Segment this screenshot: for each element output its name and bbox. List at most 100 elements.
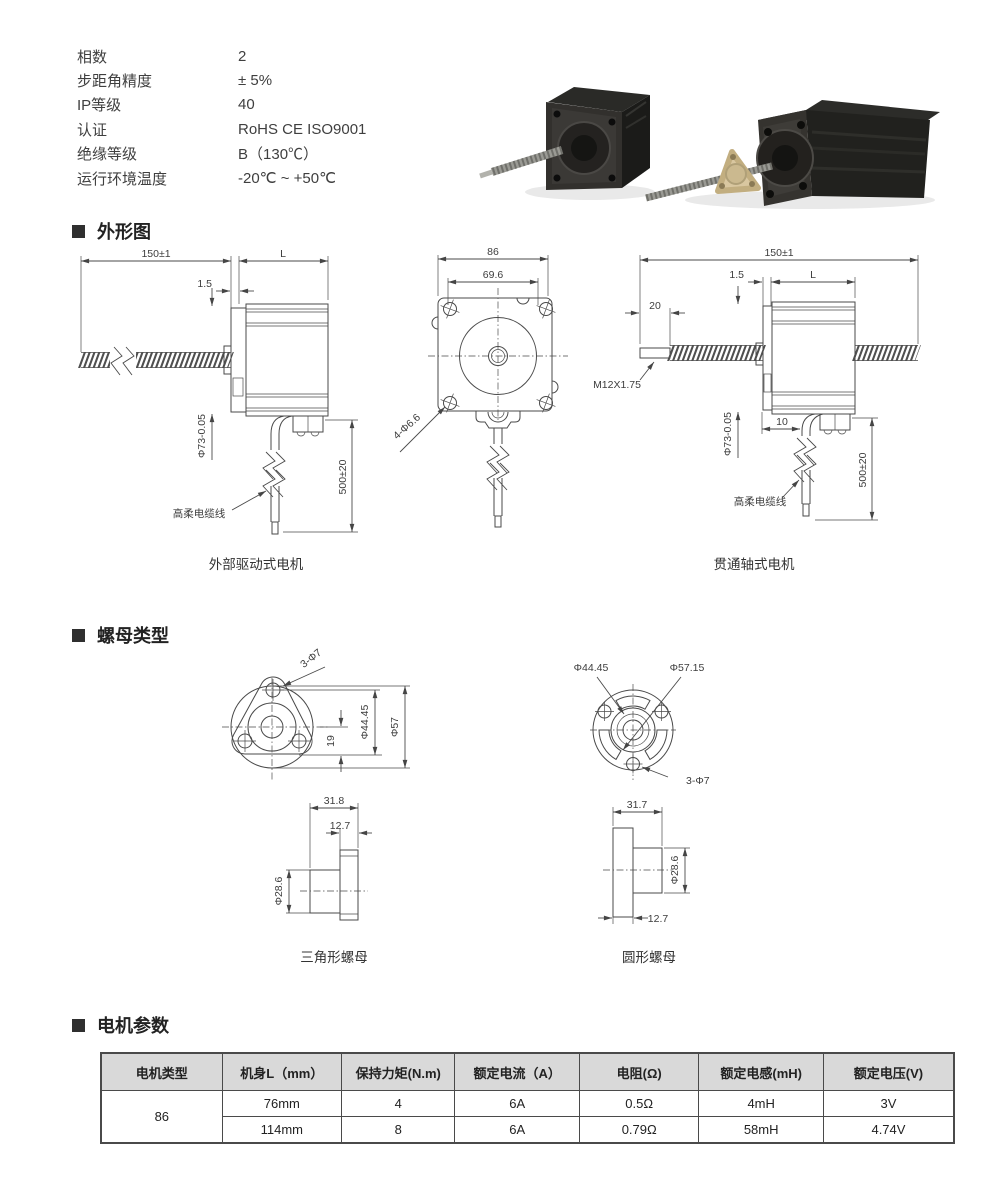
- cell: 3V: [822, 1090, 955, 1117]
- dim-label: Φ28.6: [273, 876, 285, 905]
- spec-label: 步距角精度: [77, 73, 153, 91]
- spec-row: 相数 2: [77, 44, 457, 68]
- dim-label: 19: [325, 735, 337, 747]
- cell: 58mH: [698, 1116, 824, 1144]
- col-header: 机身L（mm）: [221, 1052, 343, 1091]
- nut-holes: [234, 679, 310, 752]
- drawing-caption: 三角形螺母: [300, 950, 368, 965]
- spec-label: IP等级: [77, 97, 122, 115]
- square-bullet-icon: [72, 628, 85, 642]
- dim-label: 500±20: [337, 459, 349, 494]
- col-header: 额定电压(V): [822, 1052, 955, 1091]
- spec-value: 40: [238, 96, 255, 114]
- spec-value: B（130℃）: [238, 146, 319, 164]
- spec-row: 步距角精度 ± 5%: [77, 68, 457, 92]
- spec-row: 运行环境温度 -20℃ ~ +50℃: [77, 166, 457, 190]
- spec-label: 运行环境温度: [77, 170, 168, 188]
- drawing-caption: 贯通轴式电机: [714, 557, 795, 572]
- dim-label: 3-Φ7: [298, 647, 324, 671]
- dim-label: 12.7: [330, 820, 351, 832]
- dim-label: L: [280, 248, 286, 260]
- cell: 8: [341, 1116, 456, 1144]
- cell: 76mm: [221, 1090, 343, 1117]
- col-header: 电阻(Ω): [578, 1052, 700, 1091]
- cell: 0.79Ω: [578, 1116, 700, 1144]
- spec-value: 2: [238, 47, 247, 65]
- cable-label: 高柔电缆线: [173, 507, 226, 520]
- spec-row: 认证 RoHS CE ISO9001: [77, 117, 457, 141]
- drawing-external-drive-motor: 150±1 L 1.5: [78, 248, 358, 572]
- spec-row: IP等级 40: [77, 93, 457, 117]
- drawing-triangular-nut-side: 31.8 12.7 Φ28.6 三角形螺母: [273, 795, 372, 965]
- spec-label: 认证: [77, 121, 108, 139]
- dim-label: 500±20: [857, 452, 869, 487]
- dim-label: 20: [649, 300, 661, 312]
- motor-type-cell: 86: [100, 1090, 223, 1144]
- motor-photo-external: [479, 87, 655, 200]
- motor-photo-through-shaft: [645, 100, 940, 209]
- motor-parameters-table: 电机类型 机身L（mm） 保持力矩(N.m) 额定电流（A） 电阻(Ω) 额定电…: [100, 1052, 955, 1144]
- drawing-round-nut-side: 31.7 Φ28.6 12.7 圆形螺母: [598, 799, 690, 965]
- section-title: 螺母类型: [97, 626, 169, 646]
- dim-label: 1.5: [729, 269, 744, 281]
- dim-label: 31.7: [627, 799, 648, 811]
- dim-label: 10: [776, 416, 788, 428]
- col-header: 电机类型: [100, 1052, 223, 1091]
- section-title: 电机参数: [97, 1016, 169, 1036]
- drawing-round-nut-front: Φ44.45 Φ57.15 3-Φ7: [574, 662, 710, 787]
- cell: 6A: [454, 1090, 580, 1117]
- spec-label: 绝缘等级: [77, 146, 138, 164]
- dim-label: 150±1: [141, 248, 170, 260]
- table-header-row: 电机类型 机身L（mm） 保持力矩(N.m) 额定电流（A） 电阻(Ω) 额定电…: [100, 1052, 955, 1091]
- cell: 4.74V: [822, 1116, 955, 1144]
- drawing-caption: 圆形螺母: [622, 950, 676, 965]
- cable-label: 高柔电缆线: [734, 495, 787, 508]
- spec-value: ± 5%: [238, 72, 273, 90]
- drawing-through-shaft-motor: 150±1 1.5 L 20 M12X1.75: [593, 247, 921, 572]
- nut-holes: [595, 702, 671, 774]
- dim-label: Φ73-0.05: [722, 412, 734, 456]
- dim-label: 31.8: [324, 795, 345, 807]
- dim-label: 150±1: [764, 247, 793, 259]
- spec-label: 相数: [77, 48, 108, 66]
- nut-drawings: 3-Φ7 19 Φ44.45 Φ57 31.8 12.7: [222, 647, 710, 965]
- dim-label: 3-Φ7: [686, 775, 710, 787]
- table-row: 86 76mm 4 6A 0.5Ω 4mH 3V: [100, 1090, 955, 1144]
- square-bullet-icon: [72, 1018, 85, 1032]
- section-heading-params: 电机参数: [72, 1012, 169, 1038]
- cell: 6A: [454, 1116, 580, 1144]
- section-title: 外形图: [97, 222, 151, 242]
- product-photos: [479, 87, 940, 209]
- col-header: 保持力矩(N.m): [341, 1052, 456, 1091]
- mounting-holes: [440, 299, 556, 413]
- cell: 114mm: [221, 1116, 343, 1144]
- cell: 4mH: [698, 1090, 824, 1117]
- spec-value: -20℃ ~ +50℃: [238, 170, 336, 188]
- spec-row: 绝缘等级 B（130℃）: [77, 142, 457, 166]
- square-bullet-icon: [72, 224, 85, 238]
- dim-label: 86: [487, 246, 499, 258]
- dim-label: Φ57: [389, 717, 401, 737]
- outline-drawings: 150±1 L 1.5: [78, 246, 921, 572]
- dim-label: 12.7: [648, 913, 669, 925]
- dim-label: Φ57.15: [670, 662, 705, 674]
- drawing-caption: 外部驱动式电机: [209, 557, 304, 572]
- col-header: 额定电流（A）: [454, 1052, 580, 1091]
- cell: 0.5Ω: [578, 1090, 700, 1117]
- drawing-triangular-nut-front: 3-Φ7 19 Φ44.45 Φ57: [222, 647, 410, 782]
- dim-label: 69.6: [483, 269, 504, 281]
- thread-label: M12X1.75: [593, 379, 641, 391]
- spec-value: RoHS CE ISO9001: [238, 120, 367, 138]
- dim-label: L: [810, 269, 816, 281]
- table-row: 114mm 8 6A 0.79Ω 58mH 4.74V: [101, 1116, 955, 1144]
- cell: 4: [341, 1090, 456, 1117]
- dim-label: Φ44.45: [574, 662, 609, 674]
- spec-list: 相数 2 步距角精度 ± 5% IP等级 40 认证 RoHS CE ISO90…: [77, 44, 457, 190]
- dim-label: Φ28.6: [669, 855, 681, 884]
- dim-label: 1.5: [197, 278, 212, 290]
- col-header: 额定电感(mH): [698, 1052, 824, 1091]
- section-heading-outline: 外形图: [72, 218, 151, 244]
- dim-label: Φ73-0.05: [196, 414, 208, 458]
- section-heading-nut: 螺母类型: [72, 622, 169, 648]
